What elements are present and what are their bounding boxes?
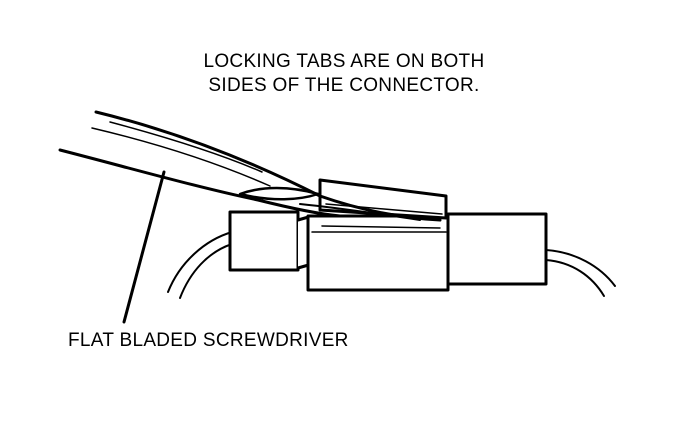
flat-bladed-screwdriver: [58, 110, 442, 222]
locking-tab: [318, 178, 448, 220]
left-wire: [167, 231, 233, 299]
right-wire: [545, 249, 616, 297]
screwdriver-label: FLAT BLADED SCREWDRIVER: [68, 330, 349, 351]
left-connector-housing: [228, 210, 314, 272]
locking-tabs-note-line-2: SIDES OF THE CONNECTOR.: [208, 75, 480, 96]
locking-tabs-note-line-1: LOCKING TABS ARE ON BOTH: [203, 51, 485, 72]
right-connector-housing: [306, 212, 548, 292]
locking-tabs-note: LOCKING TABS ARE ON BOTH SIDES OF THE CO…: [0, 50, 688, 98]
screwdriver-leader-line: [122, 170, 166, 324]
